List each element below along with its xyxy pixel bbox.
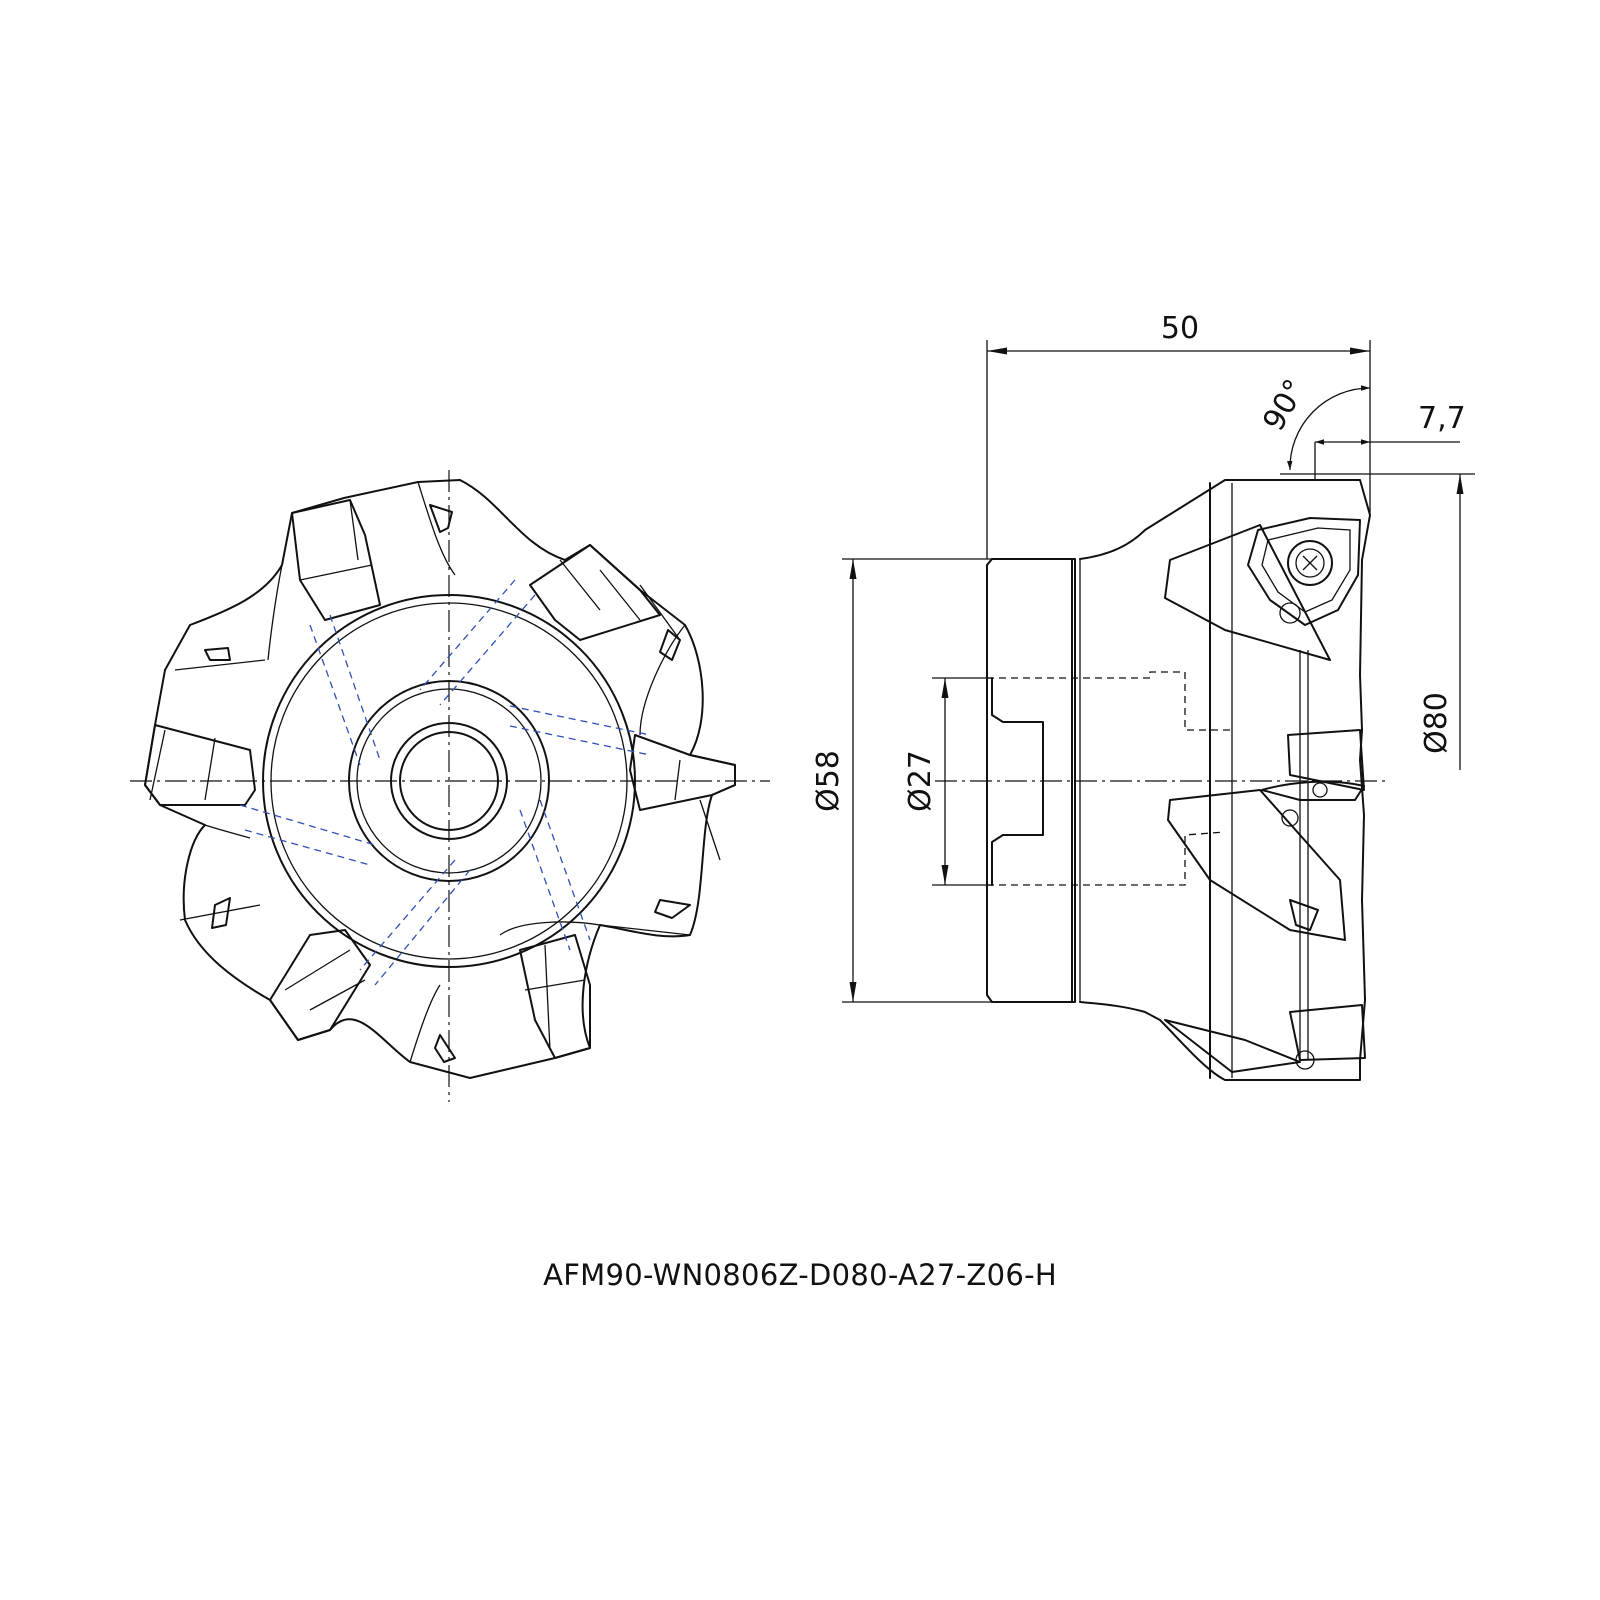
side-view: 50 7,7 90° Ø80 Ø58 Ø27	[811, 311, 1475, 1081]
bore-inner-circle	[399, 731, 499, 831]
dim-dia58-label: Ø58	[811, 750, 846, 812]
pocket-top-left	[291, 499, 381, 621]
pocket-bottom-left	[269, 929, 371, 1041]
front-view	[130, 470, 770, 1102]
dim-dia80-label: Ø80	[1419, 692, 1454, 754]
gullet-lower	[1167, 789, 1346, 941]
hidden-bore	[987, 671, 1230, 886]
gullet-upper	[1164, 524, 1331, 661]
insert-top	[1247, 517, 1361, 626]
dim-offset-label: 7,7	[1418, 401, 1466, 436]
side-coolant-hole	[1289, 899, 1319, 931]
insert-screw-head	[1287, 540, 1333, 586]
flute-edges	[174, 481, 691, 1063]
cutter-body-outline	[144, 479, 736, 1079]
coolant-holes	[204, 504, 691, 1063]
dim-angle-arc	[1287, 385, 1371, 471]
insert-bottom	[1289, 1004, 1366, 1070]
cutter-head-outline	[1079, 479, 1371, 1081]
torx-icon	[1302, 555, 1318, 571]
dim-angle-label: 90°	[1256, 373, 1313, 437]
pocket-top-right	[529, 544, 661, 641]
dim-dia27-label: Ø27	[903, 750, 938, 812]
pocket-right	[629, 734, 736, 811]
hub-chamfer-circle	[270, 602, 628, 960]
model-code-caption: AFM90-WN0806Z-D080-A27-Z06-H	[543, 1258, 1057, 1292]
keyway-profile	[991, 677, 1044, 886]
hub-outer-circle	[262, 594, 636, 968]
hub-face-inner-circle	[356, 688, 542, 874]
insert-middle	[1261, 729, 1365, 827]
insert-pockets	[144, 499, 736, 1059]
bore-circle	[390, 722, 508, 840]
hub-face-circle	[348, 680, 550, 882]
pocket-left	[144, 724, 256, 806]
pocket-bottom-right	[519, 934, 591, 1059]
hidden-coolant-channels	[239, 579, 651, 986]
dim-length-label: 50	[1161, 311, 1199, 346]
gullet-bottom	[1164, 1019, 1301, 1073]
